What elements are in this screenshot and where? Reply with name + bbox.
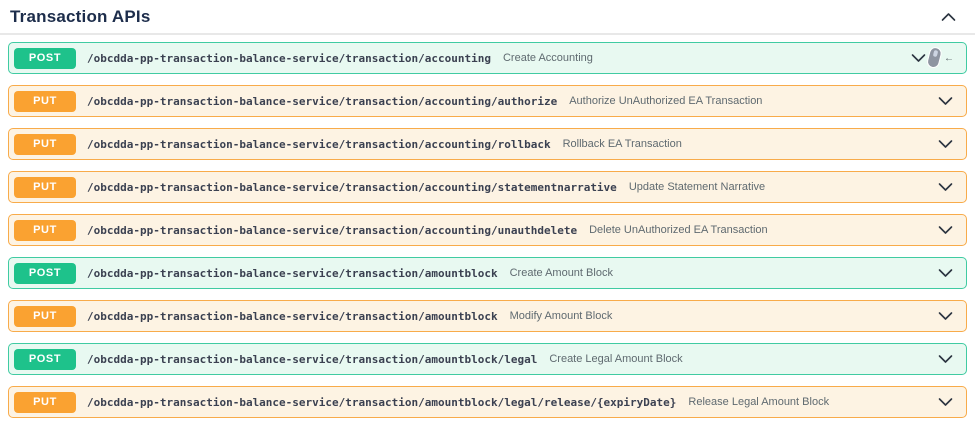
endpoint-description: Create Legal Amount Block [549, 353, 683, 365]
endpoint-path: /obcdda-pp-transaction-balance-service/t… [87, 51, 491, 65]
method-badge: POST [14, 47, 76, 69]
endpoint-path: /obcdda-pp-transaction-balance-service/t… [87, 352, 538, 366]
endpoint-description: Rollback EA Transaction [562, 138, 682, 150]
endpoint-description: Update Statement Narrative [628, 181, 766, 193]
expand-row-button[interactable] [937, 137, 954, 151]
expand-row-button[interactable] [937, 223, 954, 237]
method-badge: PUT [14, 176, 76, 198]
method-badge: PUT [14, 133, 76, 155]
expand-row-button[interactable] [910, 51, 927, 65]
chevron-up-icon [940, 12, 957, 27]
mouse-cursor-icon: ← [925, 46, 954, 70]
cursor-arrow-glyph: ← [944, 52, 954, 64]
page-title: Transaction APIs [10, 7, 151, 26]
chevron-down-icon [910, 53, 927, 68]
operation-row[interactable]: PUT /obcdda-pp-transaction-balance-servi… [8, 386, 967, 418]
operation-row[interactable]: POST /obcdda-pp-transaction-balance-serv… [8, 42, 967, 74]
operation-row[interactable]: PUT /obcdda-pp-transaction-balance-servi… [8, 171, 967, 203]
method-badge: PUT [14, 305, 76, 327]
chevron-down-icon [937, 225, 954, 240]
endpoint-path: /obcdda-pp-transaction-balance-service/t… [87, 94, 558, 108]
chevron-down-icon [937, 397, 954, 412]
endpoint-description: Delete UnAuthorized EA Transaction [589, 224, 768, 236]
operation-row[interactable]: PUT /obcdda-pp-transaction-balance-servi… [8, 128, 967, 160]
expand-row-button[interactable] [937, 395, 954, 409]
endpoint-path: /obcdda-pp-transaction-balance-service/t… [87, 309, 498, 323]
operation-row[interactable]: PUT /obcdda-pp-transaction-balance-servi… [8, 85, 967, 117]
method-badge: PUT [14, 391, 76, 413]
expand-row-button[interactable] [937, 266, 954, 280]
operation-row[interactable]: POST /obcdda-pp-transaction-balance-serv… [8, 257, 967, 289]
endpoint-path: /obcdda-pp-transaction-balance-service/t… [87, 180, 617, 194]
endpoint-path: /obcdda-pp-transaction-balance-service/t… [87, 395, 677, 409]
expand-row-button[interactable] [937, 180, 954, 194]
method-badge: POST [14, 262, 76, 284]
method-badge: POST [14, 348, 76, 370]
endpoint-description: Create Accounting [502, 52, 593, 64]
chevron-down-icon [937, 139, 954, 154]
chevron-down-icon [937, 311, 954, 326]
expand-row-button[interactable] [937, 309, 954, 323]
chevron-down-icon [937, 96, 954, 111]
method-badge: PUT [14, 90, 76, 112]
operation-row[interactable]: PUT /obcdda-pp-transaction-balance-servi… [8, 214, 967, 246]
endpoint-description: Authorize UnAuthorized EA Transaction [569, 95, 763, 107]
endpoint-description: Release Legal Amount Block [688, 396, 830, 408]
endpoint-path: /obcdda-pp-transaction-balance-service/t… [87, 223, 578, 237]
method-badge: PUT [14, 219, 76, 241]
endpoint-description: Create Amount Block [509, 267, 613, 279]
endpoint-path: /obcdda-pp-transaction-balance-service/t… [87, 137, 551, 151]
section-header: Transaction APIs [0, 0, 975, 35]
chevron-down-icon [937, 268, 954, 283]
operations-list: POST /obcdda-pp-transaction-balance-serv… [0, 42, 975, 418]
chevron-down-icon [937, 354, 954, 369]
endpoint-path: /obcdda-pp-transaction-balance-service/t… [87, 266, 498, 280]
collapse-section-button[interactable] [938, 8, 959, 26]
chevron-down-icon [937, 182, 954, 197]
operation-row[interactable]: PUT /obcdda-pp-transaction-balance-servi… [8, 300, 967, 332]
endpoint-description: Modify Amount Block [509, 310, 613, 322]
operation-row[interactable]: POST /obcdda-pp-transaction-balance-serv… [8, 343, 967, 375]
expand-row-button[interactable] [937, 352, 954, 366]
expand-row-button[interactable] [937, 94, 954, 108]
